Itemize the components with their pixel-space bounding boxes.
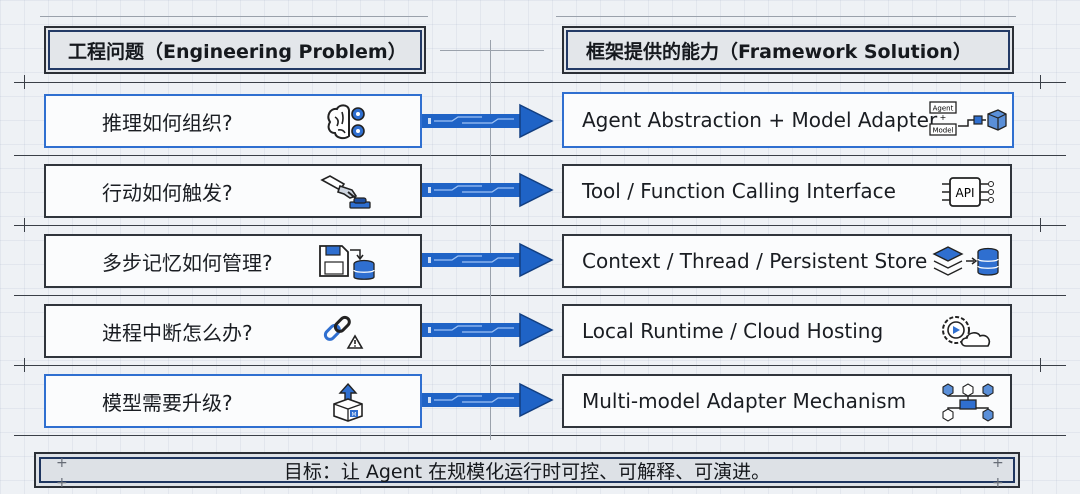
icon-label-model: Model — [932, 127, 953, 135]
dimension-line — [556, 16, 1016, 17]
problem-text: 模型需要升级? — [102, 390, 233, 415]
problem-text: 推理如何组织? — [102, 110, 233, 135]
agent-model-adapter-icon: Agent + Model — [929, 101, 1007, 136]
solution-card-runtime-hosting: Local Runtime / Cloud Hosting — [562, 304, 1012, 358]
row-divider — [14, 82, 1066, 83]
upgrade-box-icon: M — [333, 382, 363, 422]
problem-card-reasoning: 推理如何组织? — [44, 94, 422, 148]
solution-text: Multi-model Adapter Mechanism — [582, 389, 907, 413]
flow-arrow — [422, 103, 554, 139]
center-guide — [490, 40, 491, 440]
dimension-line — [40, 16, 428, 17]
icon-label-api: API — [956, 186, 975, 200]
right-header-title: 框架提供的能力（Framework Solution） — [586, 40, 972, 63]
flow-arrow — [422, 312, 554, 348]
tick-mark — [24, 75, 25, 89]
problem-card-upgrade: 模型需要升级? M — [44, 374, 422, 428]
floppy-database-icon — [319, 245, 375, 280]
problem-card-interruption: 进程中断怎么办? — [44, 304, 422, 358]
crosshair-mark: + — [992, 475, 1004, 491]
row-divider — [14, 225, 1066, 226]
solution-text: Local Runtime / Cloud Hosting — [582, 319, 884, 343]
flow-arrow — [422, 172, 554, 208]
left-header: 工程问题（Engineering Problem） — [44, 26, 426, 74]
left-header-title: 工程问题（Engineering Problem） — [68, 40, 407, 63]
brain-gear-icon — [327, 104, 365, 140]
robot-hand-button-icon — [320, 175, 371, 209]
solution-card-context-store: Context / Thread / Persistent Store — [562, 234, 1012, 288]
icon-label-plus: + — [940, 113, 947, 122]
tick-mark — [1040, 358, 1041, 372]
api-chip-icon: API — [942, 177, 994, 207]
row-divider — [14, 435, 1066, 436]
problem-text: 多步记忆如何管理? — [102, 250, 273, 275]
layers-database-icon — [932, 246, 999, 276]
solution-text: Context / Thread / Persistent Store — [582, 249, 928, 273]
goal-banner: 目标：让 Agent 在规模化运行时可控、可解释、可演进。 — [34, 452, 1020, 488]
solution-card-agent-abstraction: Agent Abstraction + Model Adapter Agent … — [562, 92, 1014, 148]
tick-mark — [1040, 218, 1041, 232]
problem-text: 进程中断怎么办? — [102, 320, 253, 345]
goal-text: 目标：让 Agent 在规模化运行时可控、可解释、可演进。 — [283, 460, 771, 483]
tick-mark — [1040, 75, 1041, 89]
problem-text: 行动如何触发? — [102, 180, 233, 205]
network-nodes-icon — [942, 383, 994, 422]
row-divider — [14, 155, 1066, 156]
row-divider — [14, 365, 1066, 366]
tick-mark — [24, 218, 25, 232]
right-header: 框架提供的能力（Framework Solution） — [562, 26, 1014, 74]
row-divider — [14, 295, 1066, 296]
flow-arrow — [422, 382, 554, 418]
broken-link-warning-icon — [323, 315, 364, 349]
icon-label-m: M — [352, 412, 357, 418]
problem-card-memory: 多步记忆如何管理? — [44, 234, 422, 288]
flow-arrow — [422, 242, 554, 278]
dimension-line — [440, 50, 544, 51]
gear-cloud-icon — [942, 316, 991, 347]
problem-card-action: 行动如何触发? — [44, 164, 422, 218]
crosshair-mark: + — [992, 455, 1004, 471]
crosshair-mark: + — [56, 475, 68, 491]
solution-card-multi-model: Multi-model Adapter Mechanism — [562, 374, 1012, 428]
crosshair-mark: + — [56, 455, 68, 471]
tick-mark — [24, 358, 25, 372]
solution-text: Agent Abstraction + Model Adapter — [582, 108, 938, 132]
icon-label-agent: Agent — [933, 105, 954, 113]
solution-text: Tool / Function Calling Interface — [582, 179, 896, 203]
solution-card-tool-calling: Tool / Function Calling Interface API — [562, 164, 1012, 218]
